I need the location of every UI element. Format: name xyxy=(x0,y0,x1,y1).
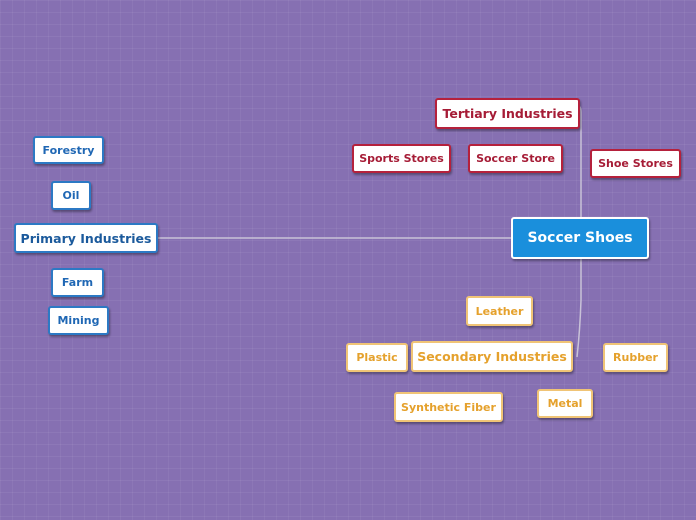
subtopic-farm[interactable]: Farm xyxy=(51,268,104,297)
branch-secondary-industries[interactable]: Secondary Industries xyxy=(411,341,573,372)
subtopic-metal[interactable]: Metal xyxy=(537,389,593,418)
branch-tertiary-industries[interactable]: Tertiary Industries xyxy=(435,98,580,129)
central-topic-soccer-shoes[interactable]: Soccer Shoes xyxy=(511,217,649,259)
subtopic-shoe-stores[interactable]: Shoe Stores xyxy=(590,149,681,178)
subtopic-sports-stores[interactable]: Sports Stores xyxy=(352,144,451,173)
subtopic-rubber[interactable]: Rubber xyxy=(603,343,668,372)
subtopic-plastic[interactable]: Plastic xyxy=(346,343,408,372)
subtopic-oil[interactable]: Oil xyxy=(51,181,91,210)
subtopic-forestry[interactable]: Forestry xyxy=(33,136,104,164)
subtopic-leather[interactable]: Leather xyxy=(466,296,533,326)
branch-primary-industries[interactable]: Primary Industries xyxy=(14,223,158,253)
subtopic-synthetic-fiber[interactable]: Synthetic Fiber xyxy=(394,392,503,422)
subtopic-soccer-store[interactable]: Soccer Store xyxy=(468,144,563,173)
subtopic-mining[interactable]: Mining xyxy=(48,306,109,335)
connector-secondary xyxy=(576,258,582,358)
